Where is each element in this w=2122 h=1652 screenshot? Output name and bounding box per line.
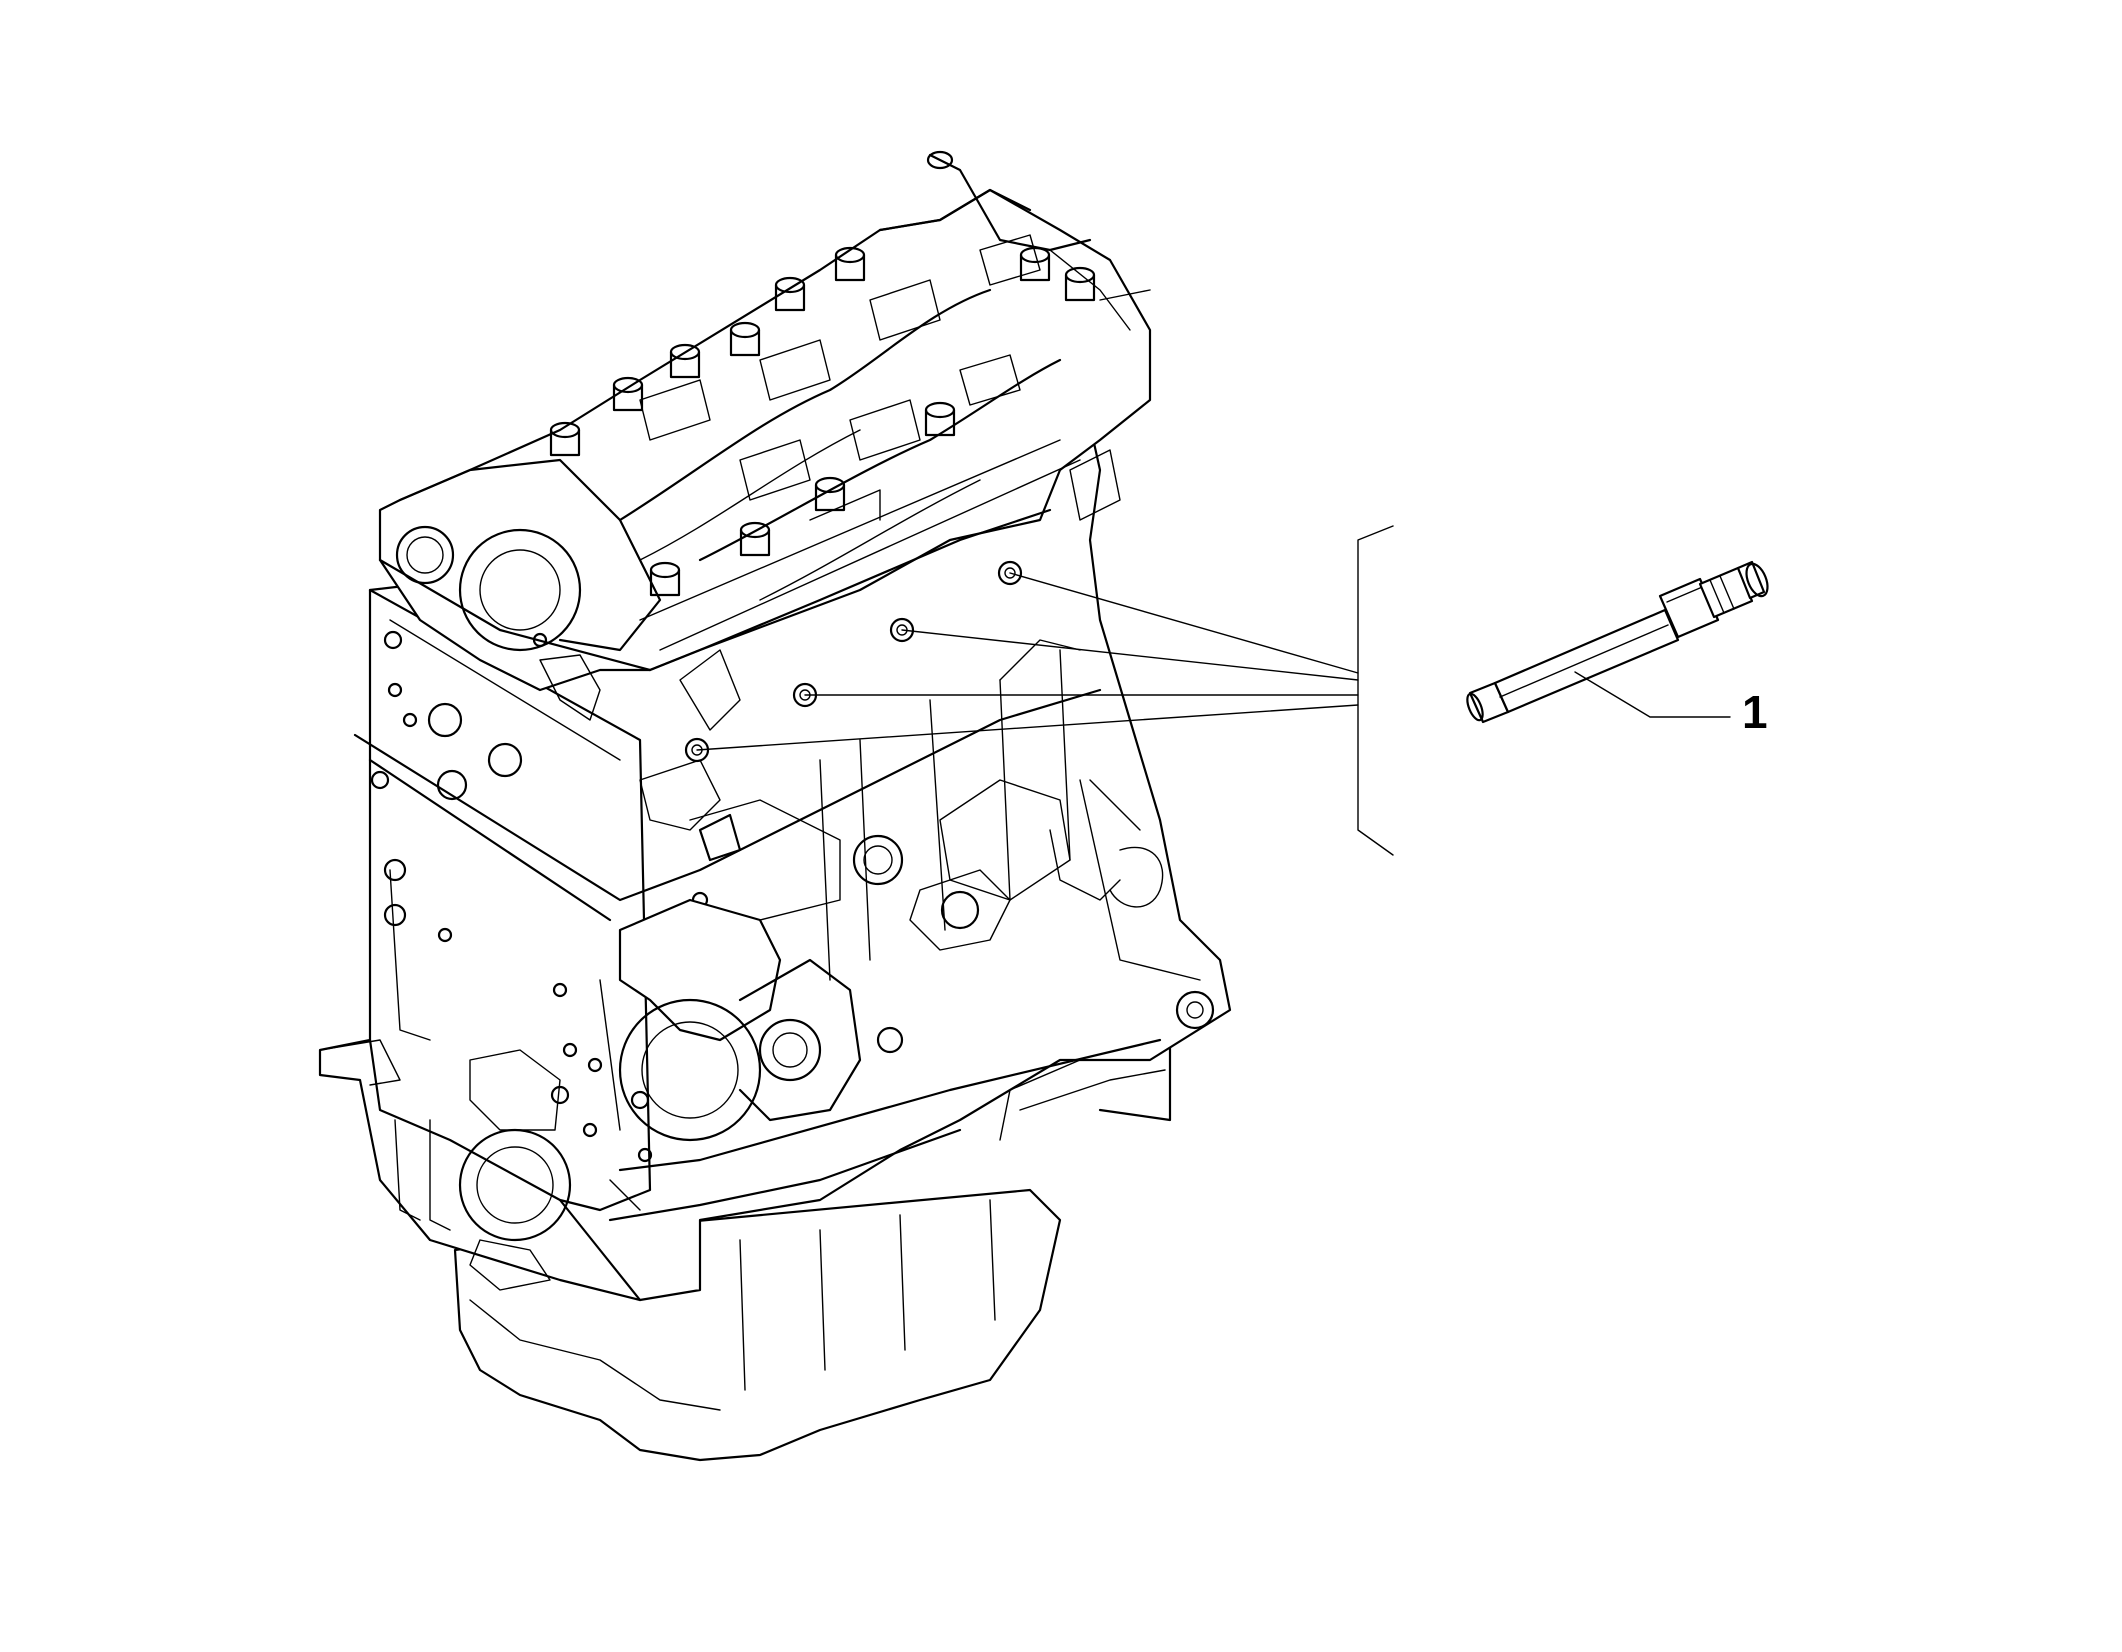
- head-studs: [549, 150, 1096, 597]
- leader-lines: [696, 525, 1394, 856]
- cylinder-head: [378, 153, 1152, 692]
- glow-plug-part: [1466, 560, 1769, 724]
- timing-plate-holes: [370, 630, 709, 1291]
- callout-1-label: 1: [1742, 686, 1768, 738]
- callout-1: 1: [1574, 671, 1768, 738]
- water-pump-housing: [618, 779, 1215, 1142]
- callout-1-leader: [1574, 671, 1731, 718]
- front-bracket: [539, 449, 1121, 831]
- engine-block-assembly: [318, 150, 1232, 1462]
